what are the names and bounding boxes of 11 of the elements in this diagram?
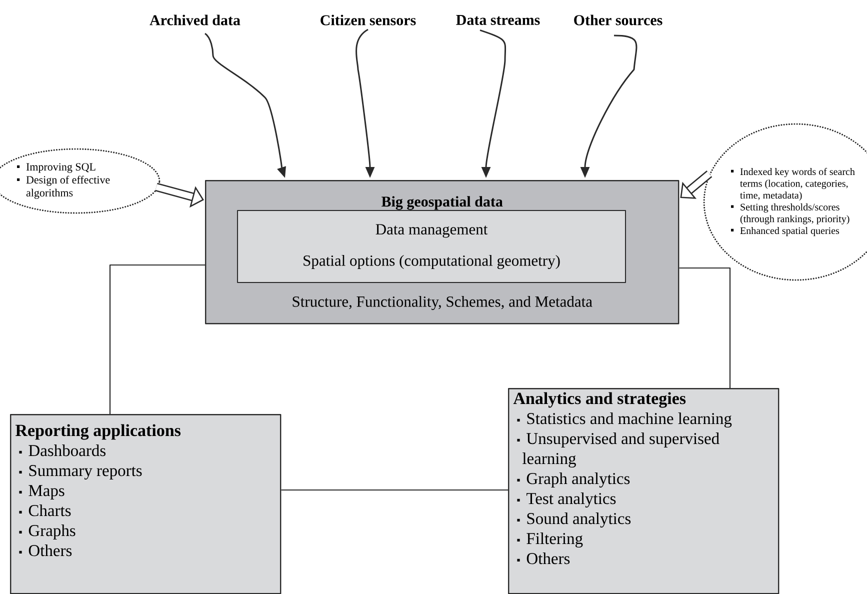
source-label: Archived data <box>150 14 240 26</box>
connector-line <box>281 489 508 491</box>
connector-line <box>679 267 731 388</box>
list-box: Analytics and strategies Statistics and machine learning Unsupervised and supervised learning Graph analytics Test analytics Sound analytics Filtering Others <box>508 388 780 594</box>
connector-line <box>109 264 205 414</box>
block-arrow <box>680 170 712 199</box>
inner-box: Data management Spatial options (computational geometry) <box>237 210 626 283</box>
source-label: Citizen sensors <box>320 14 416 26</box>
source-label: Other sources <box>574 14 662 26</box>
source-label: Data streams <box>456 15 540 25</box>
list-box: Reporting applications Dashboards Summary reports Maps Charts Graphs Others <box>10 414 282 594</box>
